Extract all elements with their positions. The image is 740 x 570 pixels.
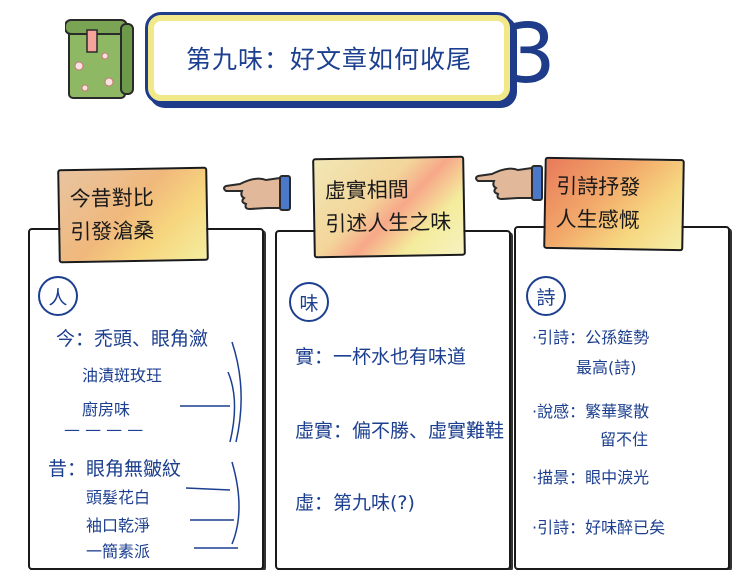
- list-item: 今：禿頭、眼角瀲: [56, 328, 209, 350]
- list-item: 最高(詩): [576, 358, 637, 377]
- list-item: 頭髮花白: [86, 488, 151, 507]
- list-item: ·引詩：公孫筵勢: [532, 328, 650, 347]
- list-item: 留不住: [600, 430, 649, 449]
- connector-lines: [180, 341, 242, 549]
- card-header-poem: 引詩抒發 人生感慨: [543, 156, 685, 252]
- header-line: 引發滄桑: [70, 218, 155, 245]
- header-line: 引詩抒發: [556, 173, 641, 200]
- list-item: 實：一杯水也有味道: [295, 346, 467, 368]
- divider-dashes: — — — —: [64, 420, 144, 439]
- list-item: 油漬斑玫玨: [82, 366, 163, 385]
- card-header-reality: 虛實相間 引述人生之味: [312, 155, 466, 259]
- header-line: 今昔對比: [69, 185, 154, 212]
- list-item: ·引詩：好味醉已矣: [532, 518, 666, 537]
- list-item: 昔：眼角無皺紋: [48, 458, 182, 480]
- card-header-contrast: 今昔對比 引發滄桑: [57, 166, 209, 264]
- header-line: 引述人生之味: [325, 209, 452, 237]
- episode-number: 3: [503, 7, 557, 102]
- page-title: 第九味：好文章如何收尾: [185, 45, 472, 74]
- card-tag: 詩: [526, 276, 566, 316]
- scroll-icon: [65, 19, 134, 99]
- list-item: 虛實：偏不勝、虛實難鞋: [295, 420, 505, 442]
- card-tag: 人: [38, 276, 78, 316]
- list-item: 虛：第九味(?): [295, 492, 415, 514]
- card-poem: 詩 ·引詩：公孫筵勢 最高(詩) ·說感：繁華聚散 留不住 ·描景：眼中淚光 ·…: [514, 226, 730, 570]
- card-people: 人 今：禿頭、眼角瀲 油漬斑玫玨 廚房味 — — — — 昔：眼角無皺紋 頭髮花…: [28, 228, 264, 570]
- card-taste: 味 實：一杯水也有味道 虛實：偏不勝、虛實難鞋 虛：第九味(?): [275, 230, 511, 570]
- list-item: 一簡素派: [86, 542, 151, 561]
- pointing-hand-icon: [475, 165, 543, 201]
- pointing-hand-icon: [223, 175, 291, 211]
- header-line: 人生感慨: [555, 206, 640, 233]
- list-item: ·描景：眼中淚光: [532, 468, 650, 487]
- header-line: 虛實相間: [324, 177, 409, 204]
- list-item: 袖口乾淨: [86, 516, 151, 535]
- list-item: 廚房味: [82, 400, 131, 419]
- title-banner: 第九味：好文章如何收尾: [145, 12, 513, 104]
- card-tag: 味: [289, 282, 329, 322]
- list-item: ·說感：繁華聚散: [532, 402, 650, 421]
